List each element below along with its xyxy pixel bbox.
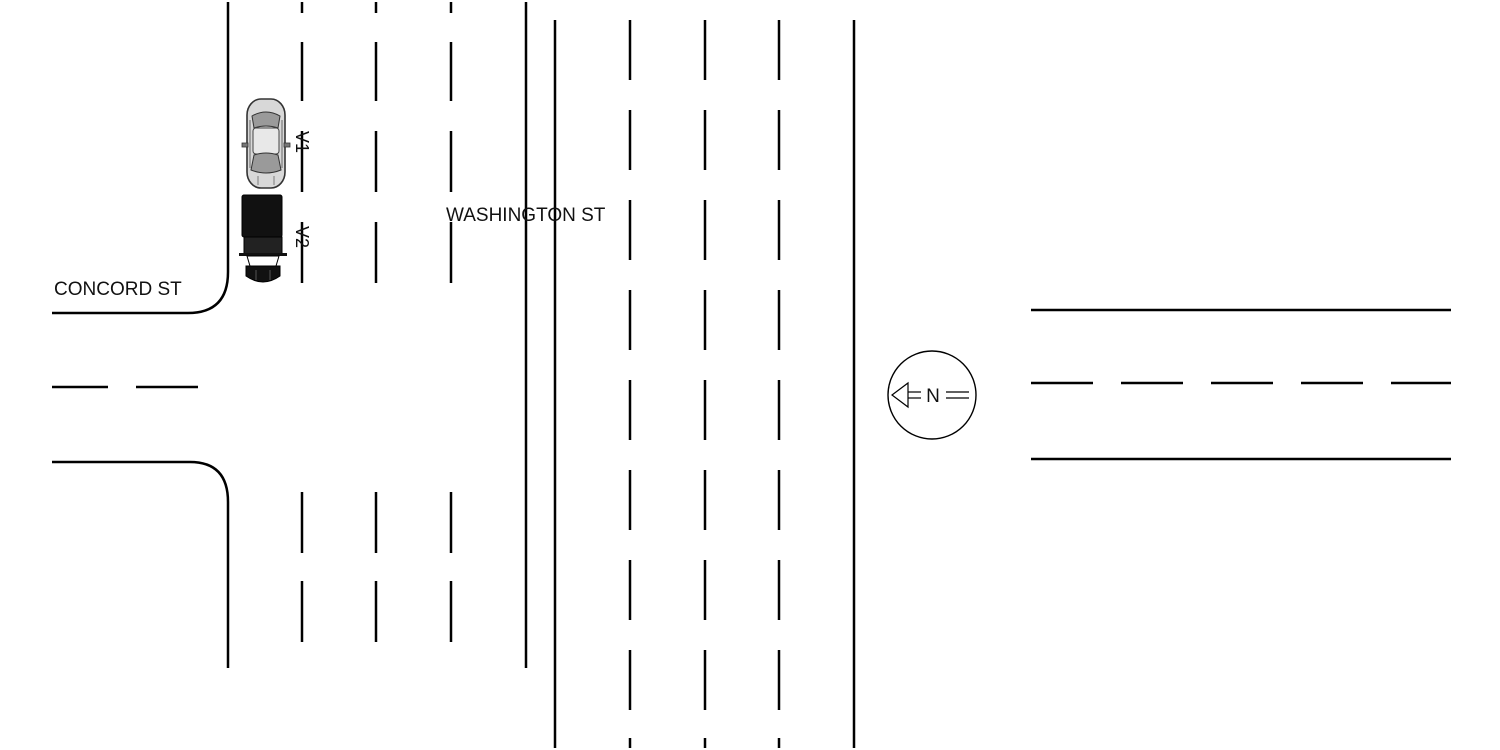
vehicle-v1-label: V1 (292, 131, 312, 153)
curb-lines (52, 2, 1451, 748)
north-arrow-label: N (926, 386, 940, 407)
left-street-west-curb-north (52, 2, 230, 315)
left-street-west-curb-south (52, 460, 230, 668)
north-arrow-icon: N (887, 350, 977, 440)
vehicle-v2-pickup-icon (239, 194, 287, 283)
lane-dividers (52, 2, 1451, 748)
vehicle-v2-label: V2 (292, 226, 312, 248)
street-label-concord: CONCORD ST (54, 279, 182, 300)
vehicle-v1-sedan-icon (241, 98, 291, 189)
street-label-washington: WASHINGTON ST (446, 205, 606, 226)
